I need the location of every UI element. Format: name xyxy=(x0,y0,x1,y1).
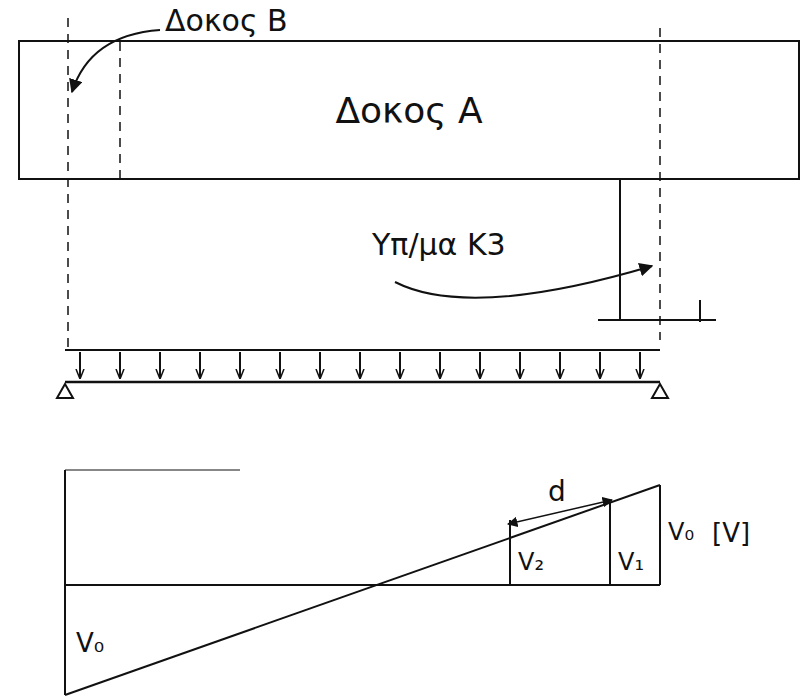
column-tick xyxy=(699,300,701,322)
beam-label: Δοκος B xyxy=(165,6,288,36)
beam-line xyxy=(65,381,660,384)
column-edge xyxy=(619,180,621,320)
diagram-label: [V] xyxy=(712,520,750,546)
shear-line xyxy=(65,485,660,695)
leader-arrow xyxy=(395,266,652,298)
shear-value: V₀ xyxy=(76,630,104,656)
load-line xyxy=(65,349,660,351)
shear-value: V₂ xyxy=(518,550,544,574)
column-edge xyxy=(598,319,716,321)
faint-line xyxy=(65,469,240,470)
beam-title: Δοκος A xyxy=(335,90,482,131)
support-symbol xyxy=(57,384,73,398)
beam-box: Δοκος A xyxy=(18,40,800,180)
shear-ordinate xyxy=(509,520,511,585)
axis-line xyxy=(119,42,121,178)
shear-value: V₁ xyxy=(618,550,644,574)
shear-baseline xyxy=(65,584,660,586)
shear-value: V₀ xyxy=(668,520,694,544)
axis-line xyxy=(67,18,69,350)
dimension-label: d xyxy=(548,478,566,506)
shear-ordinate xyxy=(609,503,611,585)
column-label: Υπ/μα K3 xyxy=(372,230,506,260)
shear-ordinate xyxy=(659,485,661,585)
load-arrows xyxy=(80,352,640,378)
axis-line xyxy=(659,28,661,340)
support-symbol xyxy=(652,384,668,398)
shear-ordinate xyxy=(64,470,66,695)
